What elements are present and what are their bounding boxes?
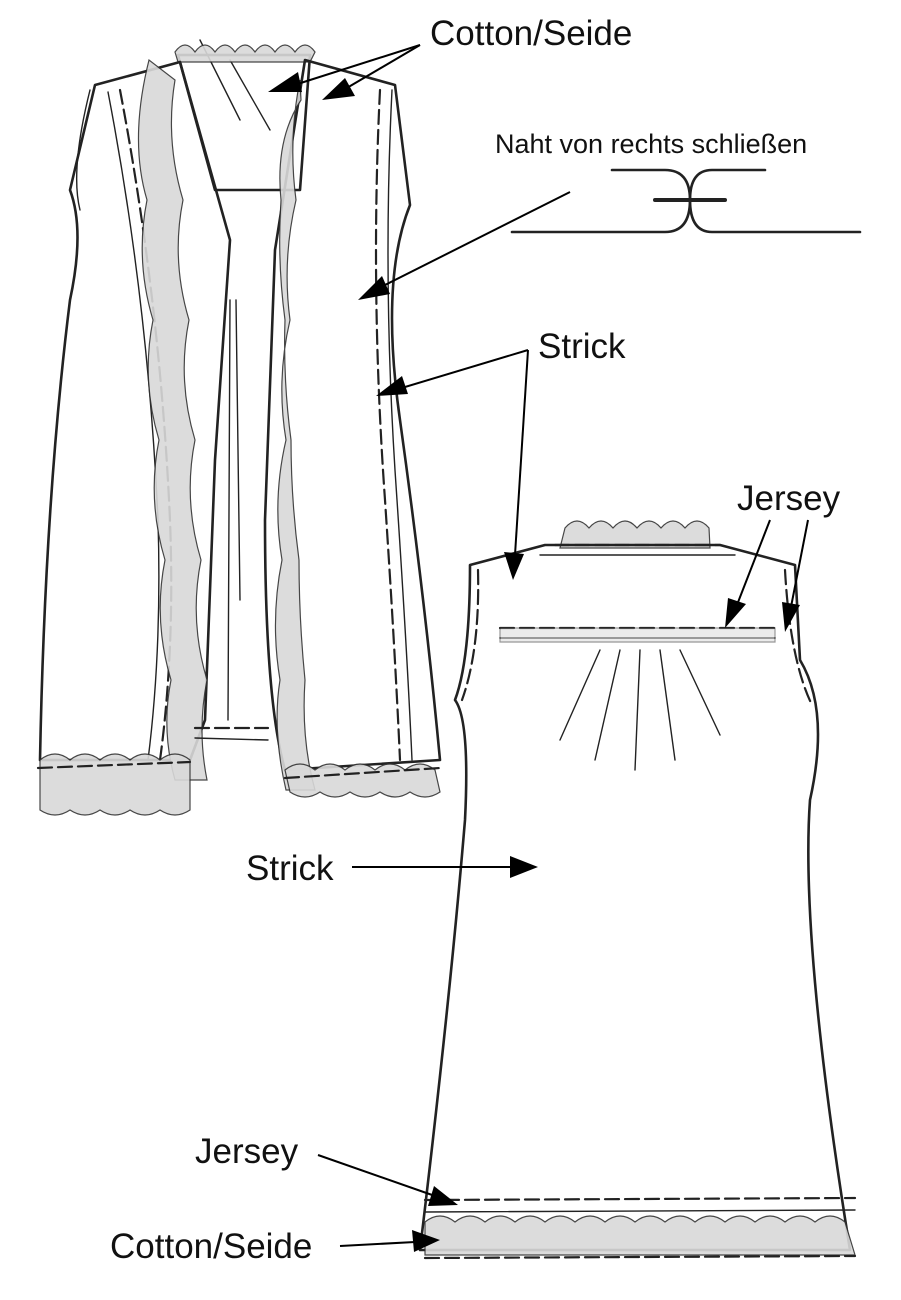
label-naht-von-rechts: Naht von rechts schließen <box>495 129 807 159</box>
label-jersey-right: Jersey <box>737 479 841 518</box>
back-dress-sketch <box>418 520 857 1260</box>
seam-symbol <box>510 168 862 234</box>
label-cotton-seide-top: Cotton/Seide <box>430 14 632 53</box>
callout-arrows <box>268 44 809 1252</box>
label-strick-upper: Strick <box>538 327 626 366</box>
label-jersey-bottom: Jersey <box>195 1132 299 1171</box>
label-cotton-seide-bottom: Cotton/Seide <box>110 1227 312 1266</box>
label-strick-center: Strick <box>246 849 334 888</box>
front-vest-sketch <box>36 39 442 816</box>
